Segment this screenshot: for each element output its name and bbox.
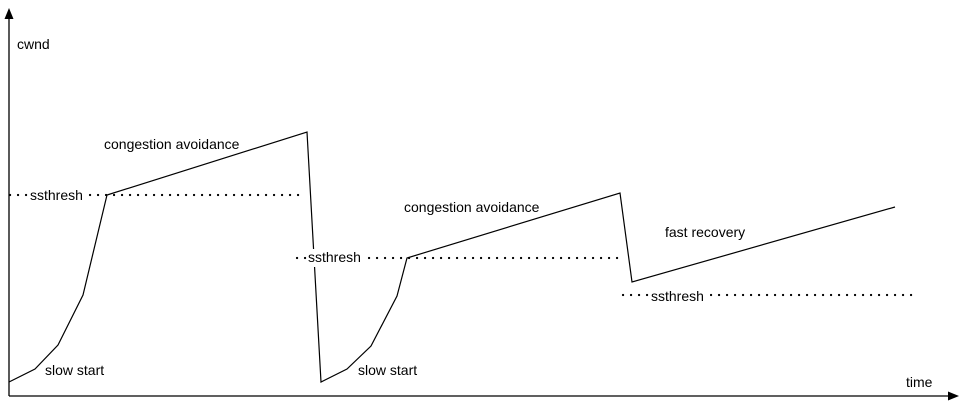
ssthresh-label-3: ssthresh (651, 288, 704, 304)
y-axis-label: cwnd (17, 36, 50, 52)
axes (4, 8, 959, 401)
cwnd-curve (8, 131, 896, 383)
congestion-avoidance-label-1: congestion avoidance (104, 136, 240, 152)
ssthresh-label-1-bg (28, 186, 88, 204)
slow-start-label-2: slow start (358, 362, 417, 378)
labels: cwnd time slow start congestion avoidanc… (17, 36, 933, 390)
x-axis-label: time (906, 374, 933, 390)
fast-recovery-label: fast recovery (665, 224, 745, 240)
ssthresh-label-2: ssthresh (308, 249, 361, 265)
ssthresh-label-1: ssthresh (30, 187, 83, 203)
ssthresh-label-2-bg (307, 249, 365, 267)
slow-start-label-1: slow start (45, 362, 104, 378)
y-axis-arrowhead (4, 8, 14, 19)
ssthresh-label-3-bg (650, 286, 710, 304)
x-axis-arrowhead (948, 391, 959, 401)
congestion-avoidance-label-2: congestion avoidance (404, 199, 540, 215)
